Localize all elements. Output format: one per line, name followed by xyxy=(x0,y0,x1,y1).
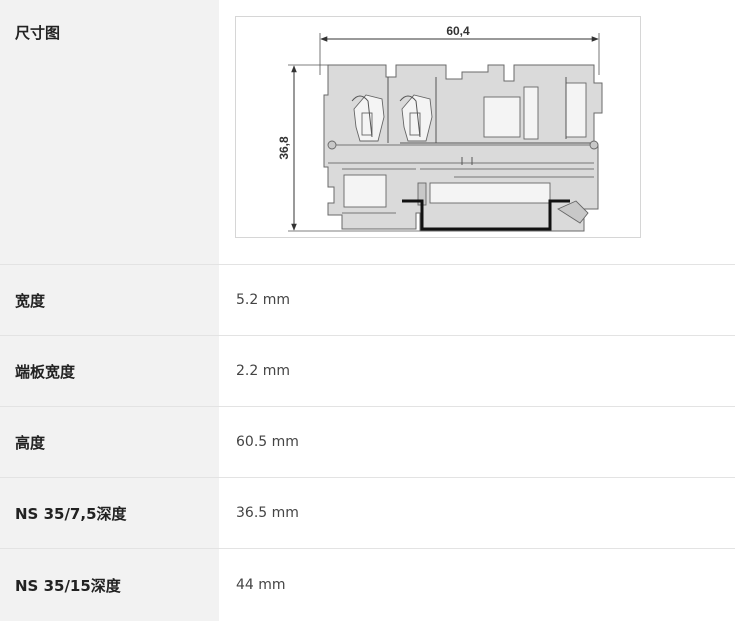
spec-value: 60.5 mm xyxy=(236,434,299,450)
width-dimension-label: 60,4 xyxy=(446,24,470,38)
spec-row: NS 35/15深度 44 mm xyxy=(0,549,735,621)
spec-value: 2.2 mm xyxy=(236,363,290,379)
spec-label: 尺寸图 xyxy=(0,0,219,264)
spec-value: 60,4 36,8 xyxy=(219,0,735,264)
spec-label: NS 35/7,5深度 xyxy=(0,478,219,548)
spec-label: 端板宽度 xyxy=(0,336,219,406)
dimension-drawing-row: 尺寸图 60,4 xyxy=(0,0,735,265)
spec-label: 高度 xyxy=(0,407,219,477)
spec-row: 宽度 5.2 mm xyxy=(0,265,735,336)
terminal-block-drawing: 60,4 36,8 xyxy=(277,24,603,232)
spec-value: 5.2 mm xyxy=(236,292,290,308)
spec-label: 宽度 xyxy=(0,265,219,335)
spec-row: 端板宽度 2.2 mm xyxy=(0,336,735,407)
spec-row: 高度 60.5 mm xyxy=(0,407,735,478)
spec-row: NS 35/7,5深度 36.5 mm xyxy=(0,478,735,549)
spec-value: 44 mm xyxy=(236,577,286,593)
spec-label: NS 35/15深度 xyxy=(0,549,219,621)
dimension-drawing: 60,4 36,8 xyxy=(235,16,641,238)
height-dimension-label: 36,8 xyxy=(277,136,291,160)
spec-value: 36.5 mm xyxy=(236,505,299,521)
